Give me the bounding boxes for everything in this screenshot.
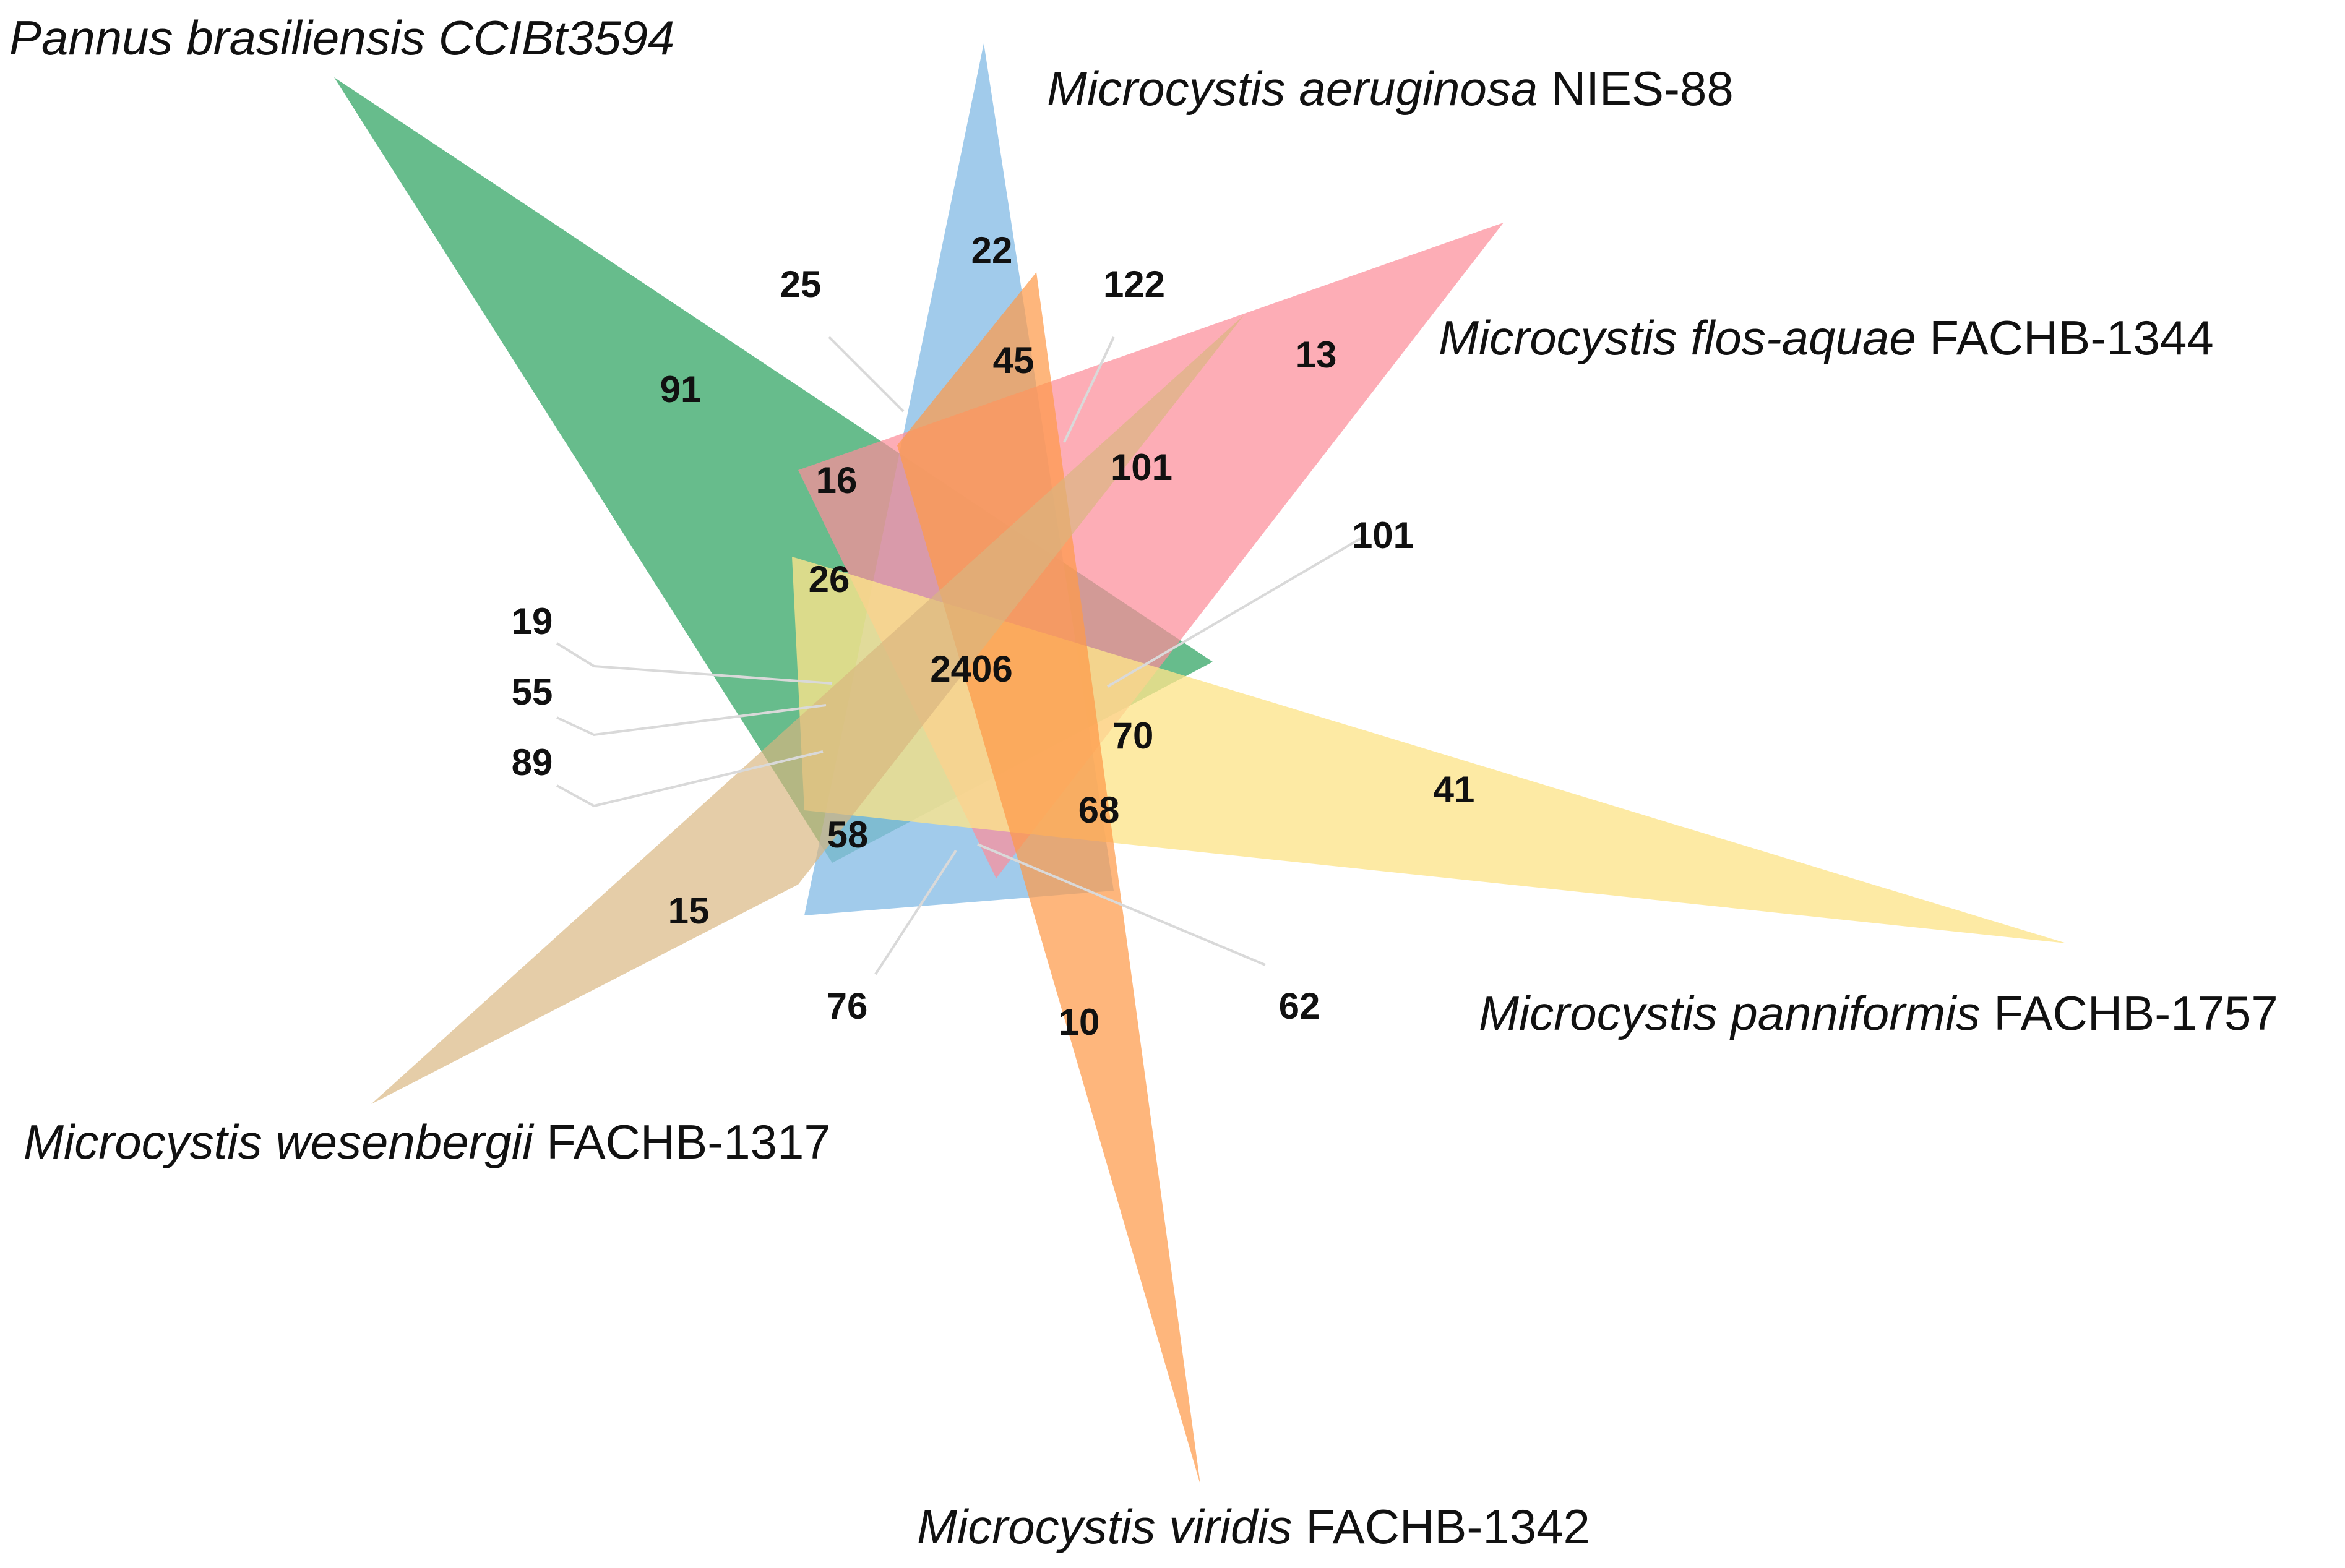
leader-122 [1063,336,1115,443]
count-wesenbergii-only: 15 [668,890,710,932]
count-89: 89 [512,742,553,783]
leader-55 [556,704,827,737]
count-76: 76 [827,985,868,1027]
count-62: 62 [1279,985,1320,1027]
leader-101-outer [1106,537,1362,688]
set-label-panniformis: Microcystis panniformis FACHB-1757 [1479,986,2278,1040]
count-aeruginosa-only: 22 [971,229,1013,271]
count-55: 55 [512,671,553,713]
count-flosaquae-only: 13 [1296,334,1337,375]
count-viridis-only: 10 [1059,1001,1100,1043]
leader-76 [874,849,957,975]
set-label-flosaquae: Microcystis flos-aquae FACHB-1344 [1439,311,2214,365]
count-101-inner: 101 [1111,447,1172,488]
count-16: 16 [816,460,858,501]
leader-19 [556,642,833,685]
set-shapes [334,43,2067,1484]
leader-lines [556,336,1362,975]
set-label-wesenbergii: Microcystis wesenbergii FACHB-1317 [24,1115,831,1169]
leader-62 [977,843,1266,966]
set-shape-wesenbergii [371,315,1244,1104]
set-labels: Pannus brasiliensis CCIBt3594 Microcysti… [9,11,2278,1554]
count-pannus-only: 91 [660,369,702,410]
leader-25 [828,336,905,413]
set-label-viridis: Microcystis viridis FACHB-1342 [917,1499,1590,1554]
count-45: 45 [993,340,1035,381]
count-19: 19 [512,601,553,642]
set-label-aeruginosa: Microcystis aeruginosa NIES-88 [1047,61,1734,116]
count-58: 58 [827,814,869,855]
count-25: 25 [780,263,822,305]
leader-89 [556,750,824,808]
count-122: 122 [1103,263,1165,305]
count-70: 70 [1112,715,1154,756]
count-68: 68 [1078,789,1120,831]
count-26: 26 [809,559,850,600]
count-core: 2406 [930,648,1012,690]
set-label-pannus: Pannus brasiliensis CCIBt3594 [9,11,674,65]
count-101-outer: 101 [1352,515,1414,556]
count-panniformis-only: 41 [1434,769,1475,810]
region-counts: 91 22 13 41 10 15 25 122 45 16 101 101 2… [512,229,1475,1043]
set-shape-panniformis [792,557,2067,943]
